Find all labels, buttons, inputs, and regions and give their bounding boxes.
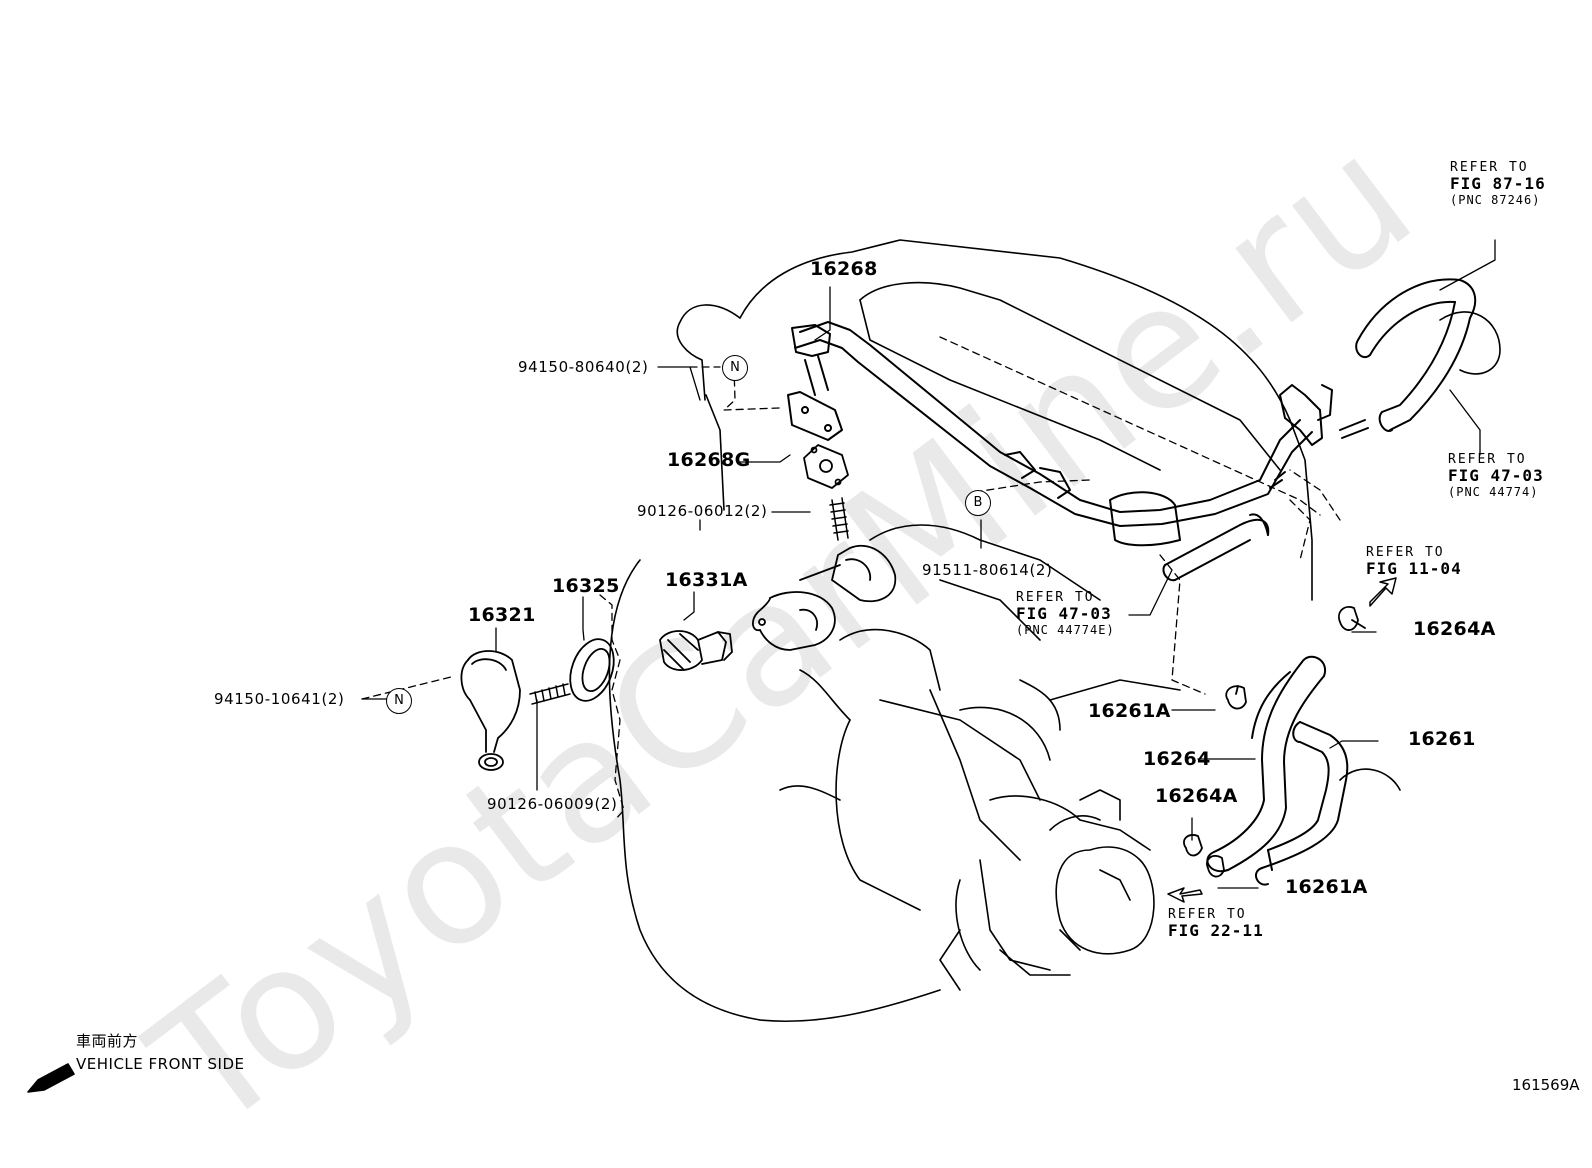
refer-line: REFER TO xyxy=(1016,590,1095,605)
part-label-16268[interactable]: 16268 xyxy=(810,258,878,280)
radiator-hoses xyxy=(1206,655,1349,886)
marker-n-icon: N xyxy=(386,688,412,714)
part-label-94150-10641[interactable]: 94150-10641(2) xyxy=(214,690,345,708)
vehicle-front-japanese: 車両前方 xyxy=(76,1032,139,1050)
part-label-16261[interactable]: 16261 xyxy=(1408,728,1476,750)
refer-line: REFER TO xyxy=(1366,545,1445,560)
parts-diagram xyxy=(27,239,1501,1093)
part-label-16264A-top[interactable]: 16264A xyxy=(1413,618,1496,640)
part-label-94150-80640[interactable]: 94150-80640(2) xyxy=(518,358,649,376)
refer-figure: FIG 47-03 xyxy=(1448,466,1544,485)
marker-n-icon: N xyxy=(722,355,748,381)
part-label-16261A-bottom[interactable]: 16261A xyxy=(1285,876,1368,898)
refer-pnc: (PNC 87246) xyxy=(1450,193,1541,207)
part-label-16264A-bottom[interactable]: 16264A xyxy=(1155,785,1238,807)
refer-pnc: (PNC 44774) xyxy=(1448,485,1539,499)
refer-figure: FIG 47-03 xyxy=(1016,604,1112,623)
part-label-16268G[interactable]: 16268G xyxy=(667,449,751,471)
hose-clamps xyxy=(1183,606,1366,878)
part-label-16261A-top[interactable]: 16261A xyxy=(1088,700,1171,722)
thermostat-housing xyxy=(752,544,897,651)
part-label-90126-06009[interactable]: 90126-06009(2) xyxy=(487,795,618,813)
refer-fig-22-11[interactable]: REFER TO FIG 22-11 xyxy=(1168,907,1264,939)
part-label-16331A[interactable]: 16331A xyxy=(665,569,748,591)
vehicle-front-arrow xyxy=(27,1063,75,1093)
refer-line: REFER TO xyxy=(1450,160,1529,175)
gasket-16268G xyxy=(803,444,849,489)
figure-id: 161569A xyxy=(1512,1076,1580,1094)
refer-fig-87-16[interactable]: REFER TO FIG 87-16 (PNC 87246) xyxy=(1450,160,1546,208)
vehicle-front-label: VEHICLE FRONT SIDE xyxy=(76,1055,245,1073)
direction-arrows xyxy=(1167,577,1397,903)
refer-pnc: (PNC 44774E) xyxy=(1016,623,1115,637)
part-label-91511-80614[interactable]: 91511-80614(2) xyxy=(922,561,1053,579)
part-label-16321[interactable]: 16321 xyxy=(468,604,536,626)
water-bypass-pipe xyxy=(787,321,1369,547)
refer-line: REFER TO xyxy=(1448,452,1527,467)
water-inlet xyxy=(460,650,521,771)
refer-fig-47-03-right[interactable]: REFER TO FIG 47-03 (PNC 44774) xyxy=(1448,452,1544,500)
heater-hose xyxy=(1355,278,1477,432)
refer-figure: FIG 87-16 xyxy=(1450,174,1546,193)
refer-fig-47-03-mid[interactable]: REFER TO FIG 47-03 (PNC 44774E) xyxy=(1016,590,1115,638)
marker-b-icon: B xyxy=(965,490,991,516)
refer-line: REFER TO xyxy=(1168,907,1247,922)
dashed-leader-lines xyxy=(361,336,1341,821)
small-hose xyxy=(1162,471,1286,582)
refer-figure: FIG 22-11 xyxy=(1168,921,1264,940)
part-label-16264[interactable]: 16264 xyxy=(1143,748,1211,770)
stud-upper xyxy=(829,497,849,541)
stud-lower xyxy=(529,683,571,705)
refer-fig-11-04[interactable]: REFER TO FIG 11-04 xyxy=(1366,545,1462,577)
engine-outline xyxy=(608,239,1501,1023)
thermostat xyxy=(659,630,733,671)
refer-figure: FIG 11-04 xyxy=(1366,559,1462,578)
gasket-ring xyxy=(569,638,615,702)
part-label-90126-06012[interactable]: 90126-06012(2) xyxy=(637,502,768,520)
part-label-16325[interactable]: 16325 xyxy=(552,575,620,597)
